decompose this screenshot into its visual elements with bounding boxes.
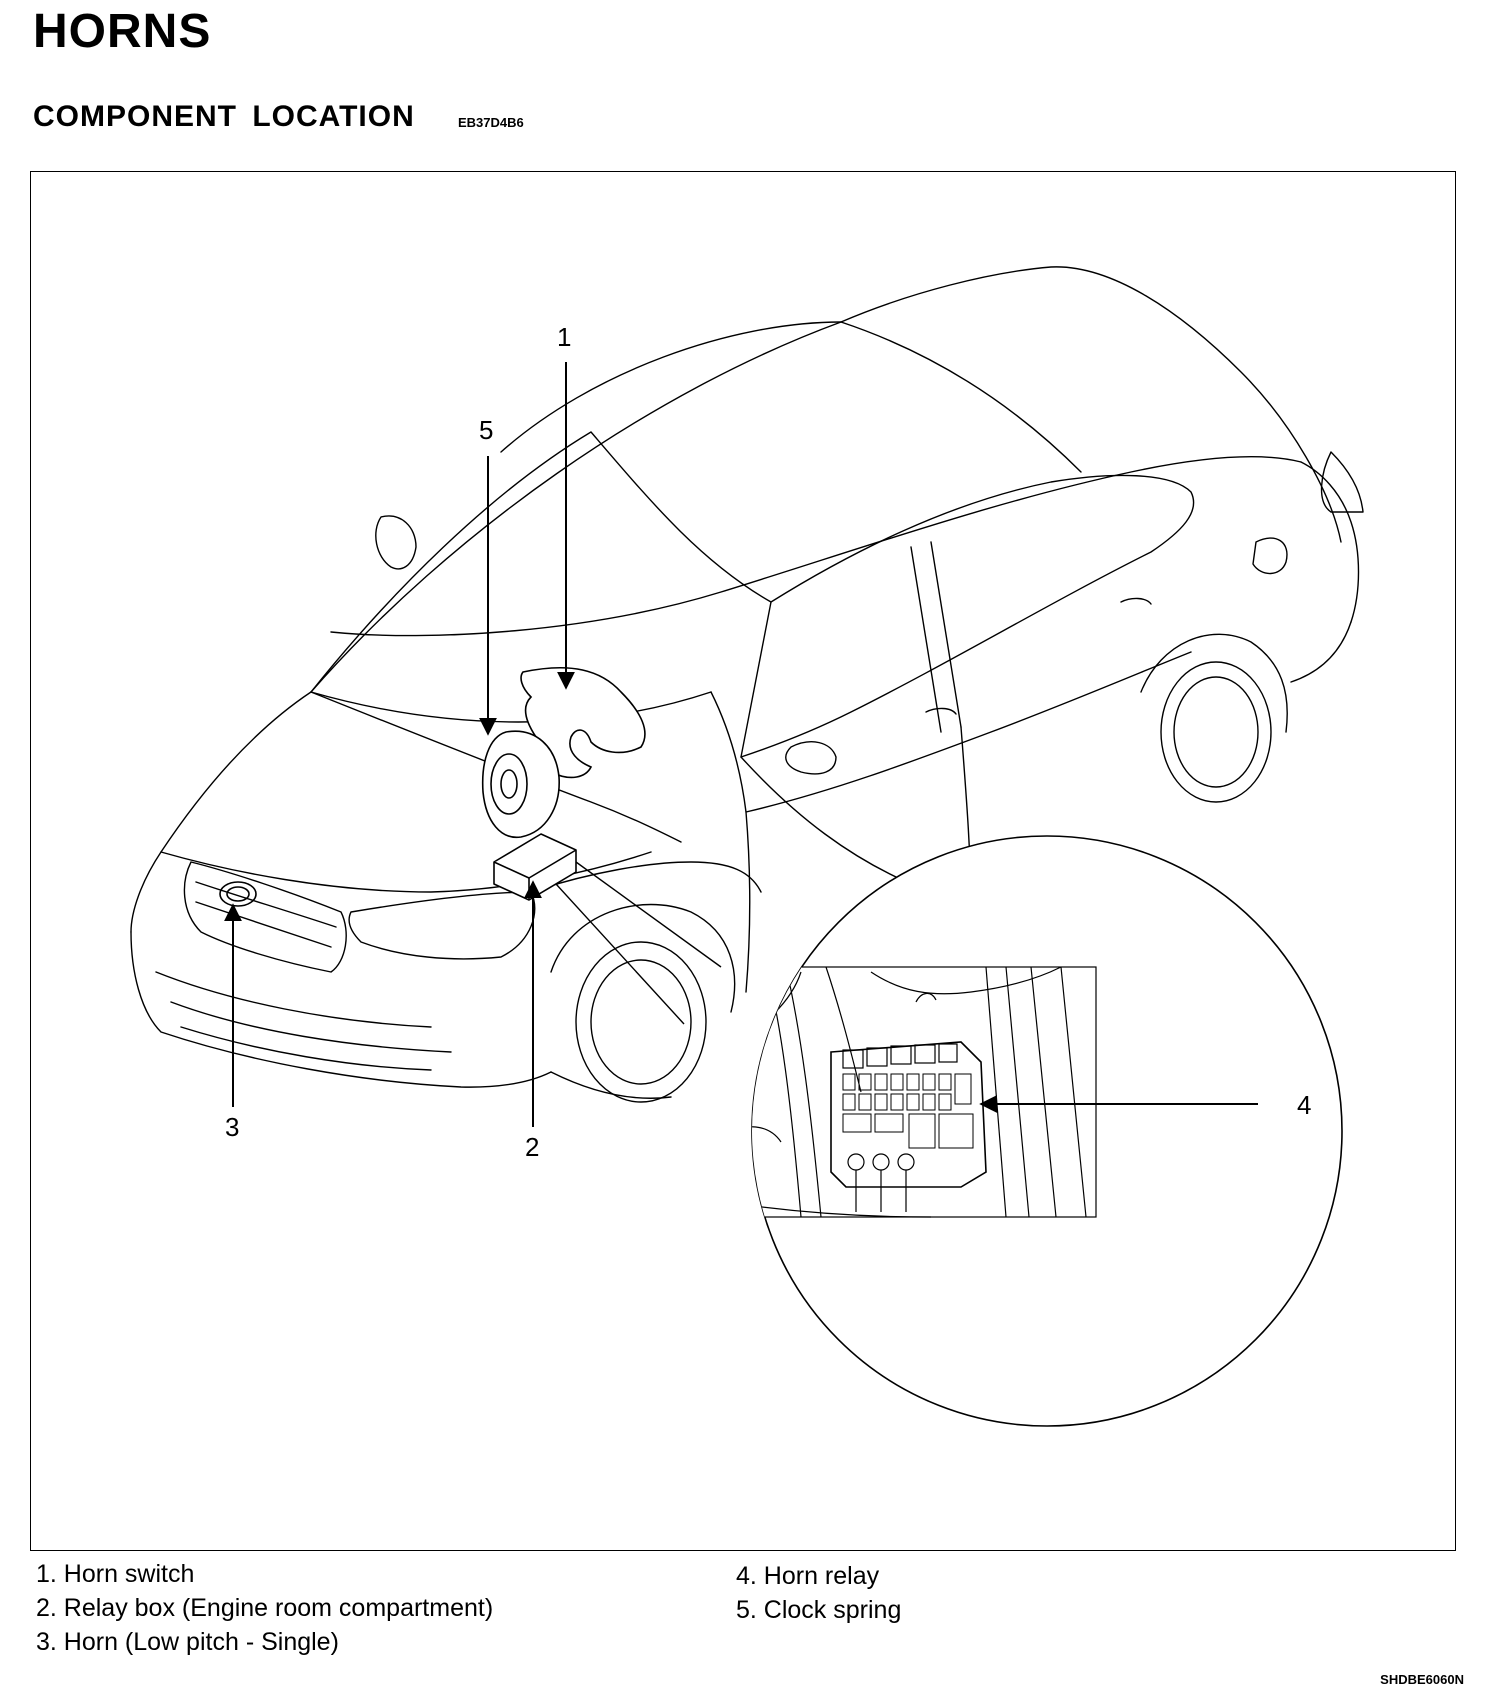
- callout-5-label: 5: [479, 415, 494, 445]
- legend-item: 5. Clock spring: [736, 1596, 902, 1624]
- horn-switch-pad: [520, 666, 646, 779]
- section-heading: COMPONENT LOCATION: [33, 100, 415, 133]
- inset-relay-box: [830, 1041, 987, 1188]
- callout-1-label: 1: [557, 322, 572, 352]
- front-wheel: [575, 941, 707, 1103]
- legend-item: 2. Relay box (Engine room compartment): [36, 1594, 494, 1622]
- legend-item: 3. Horn (Low pitch - Single): [36, 1628, 339, 1656]
- callout-3-label: 3: [225, 1112, 240, 1142]
- car-illustration: [130, 266, 1364, 1427]
- page-title: HORNS: [33, 5, 212, 58]
- legend-column-right: 4. Horn relay 5. Clock spring: [736, 1559, 901, 1627]
- component-location-figure: 1 2 3 4 5: [30, 171, 1456, 1551]
- windshield: [310, 431, 772, 693]
- horn-component: [219, 881, 257, 907]
- hood: [130, 691, 312, 933]
- callout-2-label: 2: [525, 1132, 540, 1162]
- legend-item: 4. Horn relay: [736, 1562, 880, 1590]
- legend-column-left: 1. Horn switch 2. Relay box (Engine room…: [36, 1557, 493, 1659]
- relay-box: [493, 833, 577, 901]
- callout-4-label: 4: [1297, 1090, 1312, 1120]
- document-id: SHDBE6060N: [1380, 1672, 1464, 1687]
- grille: [183, 861, 347, 973]
- side-windows: [740, 474, 1195, 758]
- rear-wheel: [1160, 661, 1272, 803]
- section-code: EB37D4B6: [458, 115, 524, 130]
- side-mirror: [785, 741, 837, 775]
- legend-item: 1. Horn switch: [36, 1560, 195, 1588]
- front-bumper: [130, 931, 552, 1088]
- clock-spring: [481, 730, 560, 839]
- car-roof-outline: [310, 266, 1342, 693]
- headlight: [348, 891, 536, 960]
